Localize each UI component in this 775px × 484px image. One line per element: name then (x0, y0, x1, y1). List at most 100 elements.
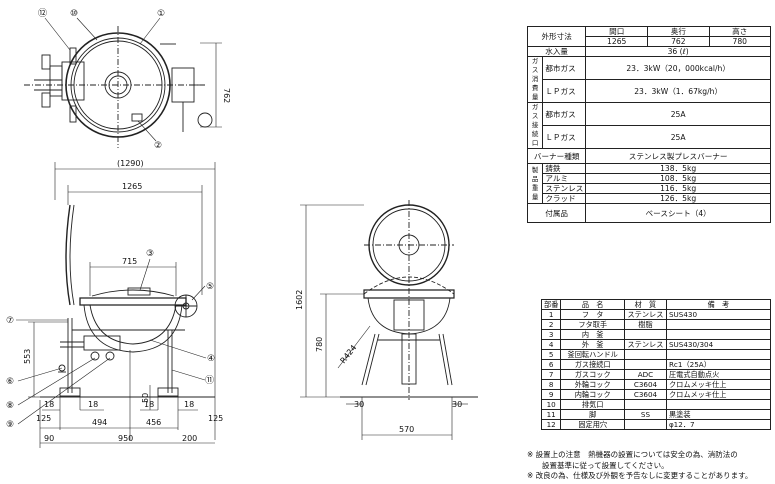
spec-weight-val-0: 138．5kg (585, 163, 771, 174)
parts-remarks (665, 349, 772, 360)
spec-table: 外形寸法 間口 奥行 高さ 1265 762 780 水入量 36 (ℓ) ガス… (526, 26, 772, 223)
callout-11: ⑪ (205, 375, 214, 386)
spec-weight-val-2: 116．5kg (585, 183, 771, 194)
dim-side-780: 780 (315, 337, 324, 352)
spec-burner-value: ステンレス製プレスバーナー (585, 148, 771, 164)
parts-no: 5 (540, 349, 562, 360)
parts-material (624, 359, 667, 370)
callout-7: ⑦ (6, 316, 14, 326)
spec-gas-conn-label: ガス接続口 (526, 102, 544, 149)
parts-no: 3 (540, 329, 562, 340)
note-1: ※ 設置上の注意 熱機器の設置については安全の為、消防法の (527, 450, 738, 459)
spec-val-depth: 762 (647, 36, 710, 47)
parts-no: 2 (540, 319, 562, 330)
dim-b1: 18 (44, 400, 54, 409)
dim-side-r424: R424 (338, 343, 358, 365)
callout-8: ⑧ (6, 401, 14, 411)
dim-overall: (1290) (117, 159, 144, 168)
parts-remarks: φ12．7 (665, 419, 772, 430)
callout-10: ⑩ (70, 9, 78, 19)
parts-material (624, 329, 667, 340)
parts-no: 7 (540, 369, 562, 380)
note-2: ※ 改良の為、仕様及び外観を予告なしに変更することがあります。 (527, 471, 753, 480)
dim-200: 200 (182, 434, 197, 443)
parts-name: 固定用穴 (560, 419, 625, 430)
callout-9: ⑨ (6, 420, 14, 430)
dim-950: 950 (118, 434, 133, 443)
side-view (300, 200, 478, 440)
callout-5: ⑤ (206, 282, 214, 292)
spec-hdr-col-height: 高さ (708, 26, 772, 37)
parts-name: 内輪コック (560, 389, 625, 400)
parts-remarks (665, 399, 772, 410)
parts-name: フ タ (560, 309, 625, 320)
dim-top-depth: 762 (222, 88, 231, 103)
spec-conn-city: 25A (585, 102, 771, 126)
spec-hdr-col-width: 間口 (585, 26, 649, 37)
spec-city-gas-label: 都市ガス (542, 56, 587, 80)
spec-hdr-label: 外形寸法 (526, 26, 587, 47)
parts-no: 11 (540, 409, 562, 420)
parts-name: 外 釜 (560, 339, 625, 350)
spec-weight-val-3: 126．5kg (585, 193, 771, 204)
callout-1: ① (157, 9, 165, 19)
parts-name: 釜回転ハンドル (560, 349, 625, 360)
spec-weight-mat-0: 鋳鉄 (542, 163, 587, 174)
parts-material: ADC (624, 369, 667, 380)
dim-height: 553 (23, 349, 32, 364)
parts-hdr-name: 品 名 (560, 299, 625, 310)
spec-weight-mat-1: アルミ (542, 173, 587, 184)
parts-material: C3604 (624, 389, 667, 400)
parts-name: 脚 (560, 409, 625, 420)
spec-cons-lp: 23．3kW（1．67kg/h） (585, 79, 771, 103)
parts-remarks: 圧電式自動点火 (665, 369, 772, 380)
parts-name: 内 釜 (560, 329, 625, 340)
parts-no: 12 (540, 419, 562, 430)
front-view (16, 162, 216, 448)
spec-accessory-label: 付属品 (526, 203, 587, 223)
dim-b4: 18 (184, 400, 194, 409)
parts-name: ガス接続口 (560, 359, 625, 370)
parts-no: 10 (540, 399, 562, 410)
spec-weight-mat-3: クラッド (542, 193, 587, 204)
parts-remarks (665, 329, 772, 340)
parts-material: SS (624, 409, 667, 420)
dim-off2: 125 (208, 414, 223, 423)
parts-no: 9 (540, 389, 562, 400)
spec-conn-lp-label: ＬＰガス (542, 125, 587, 149)
dim-b3: 18 (144, 400, 154, 409)
spec-weight-mat-2: ステンレス (542, 183, 587, 194)
parts-remarks: SUS430 (665, 309, 772, 320)
callout-4: ④ (207, 354, 215, 364)
spec-water-value: 36 (ℓ) (585, 46, 771, 57)
parts-remarks (665, 319, 772, 330)
dim-b2: 18 (88, 400, 98, 409)
dim-side-30-left: 30 (354, 400, 364, 409)
parts-material: C3604 (624, 379, 667, 390)
spec-gas-consumption-label: ガス消費量 (526, 56, 544, 103)
dim-90: 90 (44, 434, 54, 443)
callout-12: ⑫ (38, 8, 47, 19)
dim-off1: 125 (36, 414, 51, 423)
parts-hdr-remarks: 備 考 (665, 299, 772, 310)
parts-hdr-no: 部番 (540, 299, 562, 310)
dim-inner: 715 (122, 257, 137, 266)
parts-material: ステンレス (624, 309, 667, 320)
parts-no: 1 (540, 309, 562, 320)
parts-no: 6 (540, 359, 562, 370)
spec-hdr-col-depth: 奥行 (647, 26, 710, 37)
parts-name: 排気口 (560, 399, 625, 410)
parts-name: 外輪コック (560, 379, 625, 390)
dim-side-1602: 1602 (295, 290, 304, 310)
parts-remarks: クロムメッキ仕上 (665, 379, 772, 390)
